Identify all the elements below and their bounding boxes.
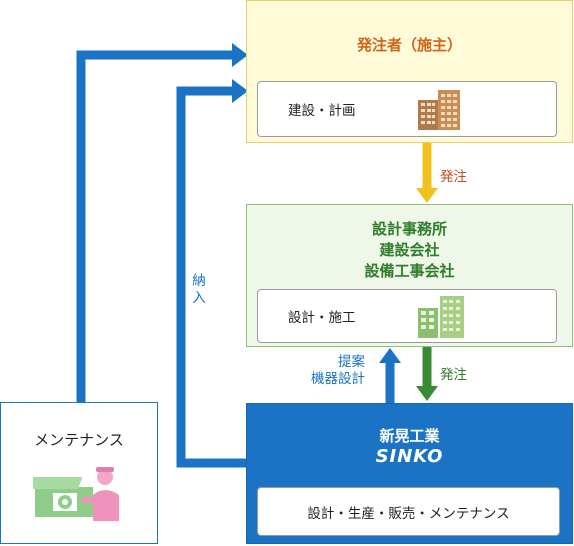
maintenance-box: メンテナンス [0,402,158,544]
maintenance-to-owner-arrowhead [232,43,248,67]
designer-title-line: 設計事務所 [371,220,447,238]
designer-title: 設計事務所 建設会社 設備工事会社 [247,219,572,282]
owner-box: 発注者（施主） 建設・計画 [246,0,573,143]
order-arrowhead-green [416,386,438,401]
order-label-bottom: 発注 [440,367,467,383]
office-buildings-icon [418,90,460,130]
maintenance-to-owner-arrow [76,50,232,402]
order-label-top: 発注 [440,169,467,185]
delivery-label: 納 入 [191,273,207,307]
brand-logo-text: SINKO [375,446,444,467]
proposal-label: 提案 機器設計 [311,354,365,388]
delivery-label-char: 入 [192,290,206,306]
manufacturer-inner-box: 設計・生産・販売・メンテナンス [257,487,560,536]
order-arrowhead-yellow [416,188,438,203]
proposal-arrowhead [379,348,401,363]
delivery-arrow [176,86,250,468]
proposal-label-line: 提案 [338,354,365,370]
delivery-label-char: 納 [192,273,206,289]
designer-title-line: 設備工事会社 [364,262,455,280]
designer-inner-box: 設計・施工 [257,289,557,343]
maintenance-title: メンテナンス [34,431,124,449]
owner-inner-box: 建設・計画 [257,81,557,137]
owner-title: 発注者（施主） [356,36,462,54]
maintenance-worker-icon [33,467,119,521]
manufacturer-title: 新晃工業 [379,427,440,445]
proposal-label-line: 機器設計 [311,371,365,387]
designer-inner-label: 設計・施工 [288,310,356,326]
designer-title-line: 建設会社 [379,241,440,259]
green-buildings-icon [418,296,464,338]
manufacturer-inner-label: 設計・生産・販売・メンテナンス [307,505,510,522]
designer-contractor-box: 設計事務所 建設会社 設備工事会社 設計・施工 [246,204,573,347]
manufacturer-box: 新晃工業 SINKO 設計・生産・販売・メンテナンス [246,403,573,544]
delivery-arrowhead [232,79,248,103]
owner-inner-label: 建設・計画 [288,103,356,119]
